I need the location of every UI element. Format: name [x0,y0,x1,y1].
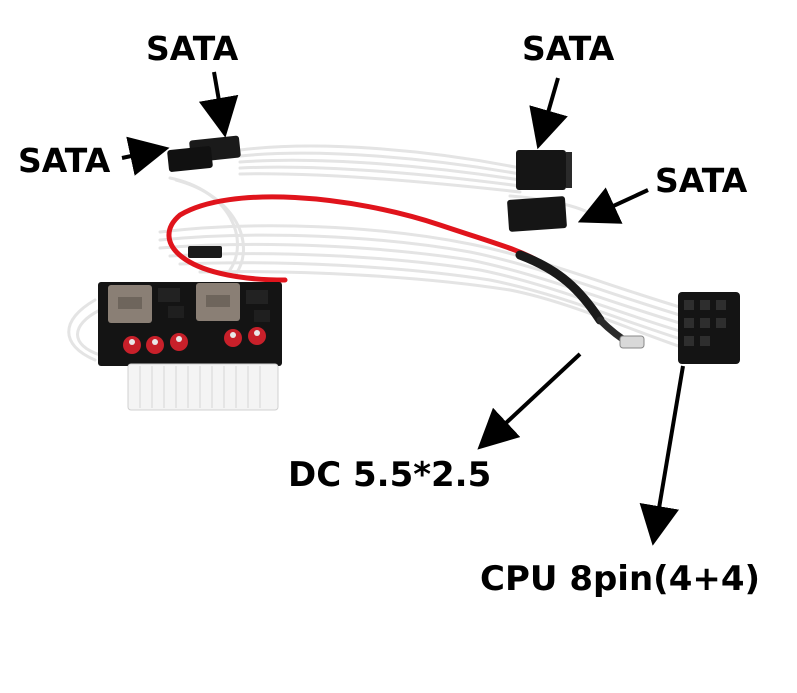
sata-label-right: SATA [655,161,748,200]
sata-label-top-right: SATA [522,29,615,68]
small-connector [188,246,222,258]
arrow-sata-top-right [529,77,568,150]
sata-connector-right [507,196,567,232]
dc-cable [515,250,605,325]
white-wire-bundle [67,144,692,362]
arrow-sata-right [577,187,649,224]
dc-plug [619,335,645,349]
sata-connector-top-right [516,150,572,190]
atx-24pin-header [127,363,279,411]
pico-psu-board [98,282,282,411]
arrow-sata-left [121,136,170,176]
sata-label-left: SATA [18,141,111,180]
annotation-arrows [121,71,685,546]
red-wire [166,194,543,283]
sata-label-top-left: SATA [146,29,239,68]
arrow-dc [477,352,582,450]
cpu-8pin-connector [678,292,740,364]
arrow-sata-top-left [198,71,239,138]
dc-connector-label: DC 5.5*2.5 [288,455,492,495]
sata-connector-top-left [167,135,241,172]
arrow-cpu [639,365,685,546]
cpu-connector-label: CPU 8pin(4+4) [480,559,761,599]
